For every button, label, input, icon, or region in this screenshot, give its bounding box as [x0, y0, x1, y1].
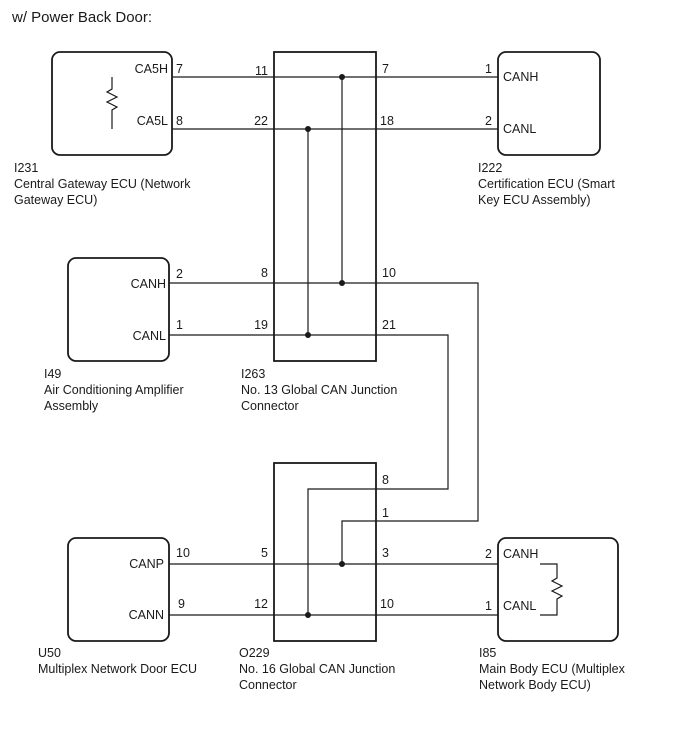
component-i49: CANH CANL 2 1 I49 Air Conditioning Ampli…: [44, 257, 184, 413]
i49-pin-label-canh: CANH: [131, 277, 166, 291]
i85-terminating-resistor: [540, 563, 564, 616]
i263-pin-11: 11: [255, 64, 268, 78]
o229-junction-dot: [305, 612, 311, 618]
i263-pin-19: 19: [254, 318, 268, 332]
i263-junction-dot: [305, 332, 311, 338]
i49-pin-number-1: 1: [176, 318, 183, 332]
u50-pin-number-9: 9: [178, 597, 185, 611]
o229-pin-1: 1: [382, 506, 389, 520]
i85-name-line1: Main Body ECU (Multiplex: [479, 662, 626, 676]
i231-code: I231: [14, 161, 38, 175]
o229-name-line1: No. 16 Global CAN Junction: [239, 662, 395, 676]
i49-pin-number-2: 2: [176, 267, 183, 281]
i263-name-line1: No. 13 Global CAN Junction: [241, 383, 397, 397]
u50-pin-label-canp: CANP: [129, 557, 164, 571]
i231-pin-label-ca5l: CA5L: [137, 114, 168, 128]
i85-box: [497, 537, 619, 642]
i231-box: [51, 51, 173, 156]
i263-pin-22: 22: [254, 114, 268, 128]
u50-code: U50: [38, 646, 61, 660]
wires: [169, 76, 498, 616]
i222-pin-number-1: 1: [485, 62, 492, 76]
component-i231: CA5H CA5L 7 8 I231 Central Gateway ECU (…: [14, 51, 191, 207]
u50-pin-number-10: 10: [176, 546, 190, 560]
i263-pin-10: 10: [382, 266, 396, 280]
component-o229: 8 1 3 10 5 12 O229 No. 16 Global CAN Jun…: [239, 462, 395, 692]
component-i263: 11 22 8 19 7 18 10 21 I263 No. 13 Global…: [241, 51, 397, 413]
i263-pin-18: 18: [380, 114, 394, 128]
i231-pin-number-8: 8: [176, 114, 183, 128]
o229-junction-dot: [339, 561, 345, 567]
o229-box: [273, 462, 377, 642]
i49-name-line1: Air Conditioning Amplifier: [44, 383, 184, 397]
o229-pin-3: 3: [382, 546, 389, 560]
i85-pin-label-canh: CANH: [503, 547, 538, 561]
i49-name-line2: Assembly: [44, 399, 99, 413]
o229-pin-8: 8: [382, 473, 389, 487]
i222-box: [497, 51, 601, 156]
i49-box: [67, 257, 170, 362]
u50-name-line1: Multiplex Network Door ECU: [38, 662, 197, 676]
i49-pin-label-canl: CANL: [133, 329, 166, 343]
i263-code: I263: [241, 367, 265, 381]
component-i85: CANH CANL 2 1 I85 Main Body ECU (Multipl…: [479, 537, 626, 692]
i231-name-line2: Gateway ECU): [14, 193, 97, 207]
i263-pin-7: 7: [382, 62, 389, 76]
i231-pin-number-7: 7: [176, 62, 183, 76]
i222-code: I222: [478, 161, 502, 175]
i263-name-line2: Connector: [241, 399, 299, 413]
i85-pin-number-1: 1: [485, 599, 492, 613]
i263-junction-dot: [339, 280, 345, 286]
o229-pin-12: 12: [254, 597, 268, 611]
u50-box: [67, 537, 170, 642]
i85-pin-label-canl: CANL: [503, 599, 536, 613]
diagram-title: w/ Power Back Door:: [11, 9, 152, 26]
i263-box: [273, 51, 377, 362]
i222-name-line2: Key ECU Assembly): [478, 193, 591, 207]
i231-name-line1: Central Gateway ECU (Network: [14, 177, 191, 191]
i263-pin-21: 21: [382, 318, 396, 332]
i263-pin-8: 8: [261, 266, 268, 280]
wire-canl-i49-to-o229: [169, 334, 449, 615]
i263-junction-dot: [339, 74, 345, 80]
o229-code: O229: [239, 646, 270, 660]
i231-pin-label-ca5h: CA5H: [135, 62, 168, 76]
o229-pin-5: 5: [261, 546, 268, 560]
i85-name-line2: Network Body ECU): [479, 678, 591, 692]
i85-code: I85: [479, 646, 496, 660]
u50-pin-label-cann: CANN: [129, 608, 164, 622]
wire-canh-i49-to-o229: [169, 282, 479, 564]
i222-pin-number-2: 2: [485, 114, 492, 128]
o229-name-line2: Connector: [239, 678, 297, 692]
i85-pin-number-2: 2: [485, 547, 492, 561]
i231-terminating-resistor: [105, 77, 119, 129]
i222-pin-label-canl: CANL: [503, 122, 536, 136]
component-u50: CANP CANN 10 9 U50 Multiplex Network Doo…: [38, 537, 197, 676]
i263-junction-dot: [305, 126, 311, 132]
o229-pin-10: 10: [380, 597, 394, 611]
component-i222: CANH CANL 1 2 I222 Certification ECU (Sm…: [478, 51, 615, 207]
i222-name-line1: Certification ECU (Smart: [478, 177, 615, 191]
i222-pin-label-canh: CANH: [503, 70, 538, 84]
i49-code: I49: [44, 367, 61, 381]
